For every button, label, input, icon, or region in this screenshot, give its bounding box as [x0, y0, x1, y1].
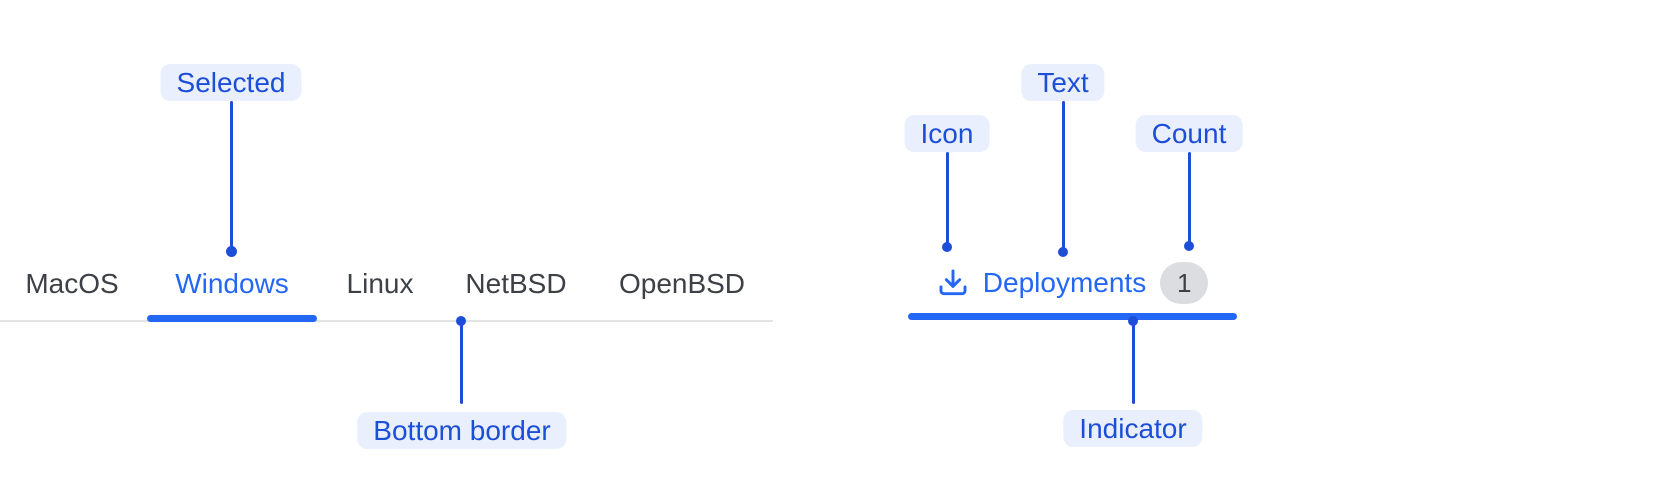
- tab-windows[interactable]: Windows: [175, 268, 289, 299]
- icon-callout-label: Icon: [904, 115, 990, 152]
- tab-linux[interactable]: Linux: [346, 268, 414, 299]
- indicator-callout-label: Indicator: [1063, 410, 1203, 447]
- tab-indicator-bar: [908, 313, 1237, 320]
- selected-connector-dot: [225, 245, 237, 257]
- text-connector-line: [1061, 101, 1065, 248]
- selected-tab-underline: [147, 315, 317, 322]
- count-badge: 1: [1160, 262, 1209, 304]
- tab-netbsd[interactable]: NetBSD: [465, 268, 567, 299]
- tab-macos[interactable]: MacOS: [25, 268, 119, 299]
- count-connector-dot: [1184, 241, 1194, 251]
- count-callout-label: Count: [1135, 115, 1243, 152]
- text-callout-label: Text: [1021, 64, 1105, 101]
- bottom-border-connector-dot: [456, 316, 466, 326]
- tab-openbsd[interactable]: OpenBSD: [618, 268, 746, 299]
- download-icon: [939, 269, 967, 296]
- bottom-border-connector-line: [459, 324, 463, 404]
- indicator-connector-line: [1131, 324, 1135, 404]
- indicator-connector-dot: [1128, 316, 1138, 326]
- tab-deployments[interactable]: Deployments 1: [908, 258, 1237, 308]
- tab-deployments-label: Deployments: [982, 267, 1147, 298]
- selected-connector-line: [229, 101, 233, 247]
- selected-callout-label: Selected: [160, 64, 302, 101]
- icon-connector-line: [945, 152, 949, 243]
- bottom-border-callout-label: Bottom border: [357, 412, 567, 449]
- count-connector-line: [1187, 152, 1191, 242]
- text-connector-dot: [1058, 247, 1068, 257]
- tabs-bottom-border: [0, 320, 773, 322]
- icon-connector-dot: [942, 242, 952, 252]
